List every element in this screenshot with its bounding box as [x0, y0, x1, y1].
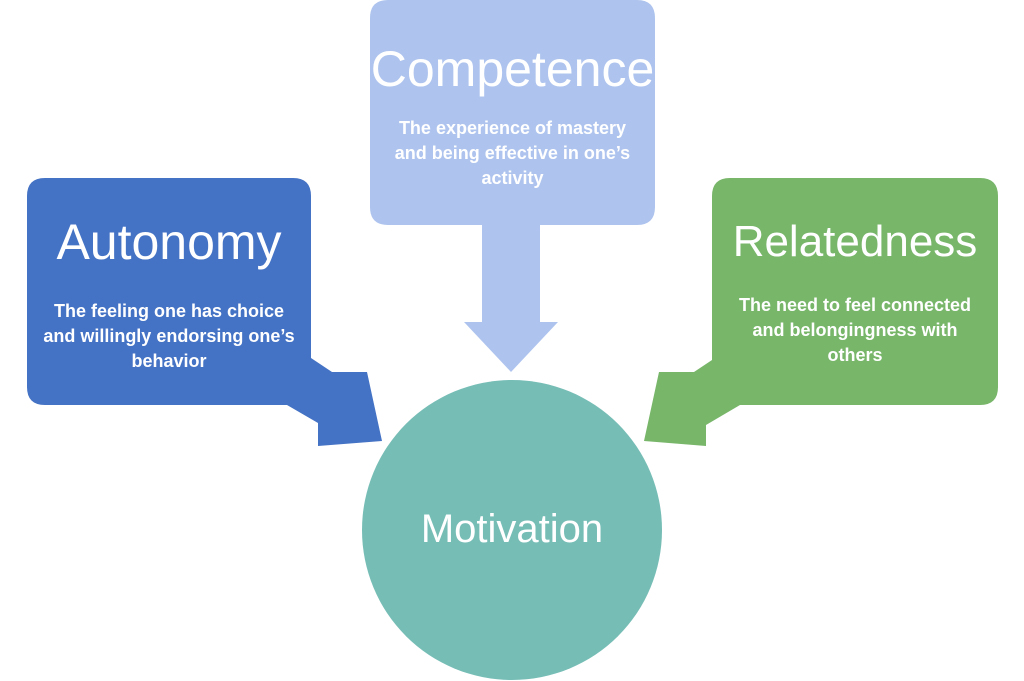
autonomy-callout [27, 178, 382, 446]
relatedness-callout [644, 178, 998, 446]
autonomy-description: The feeling one has choice and willingly… [43, 301, 295, 371]
competence-description: The experience of mastery and being effe… [394, 118, 631, 188]
competence-title: Competence [370, 41, 655, 97]
autonomy-title: Autonomy [56, 214, 282, 270]
relatedness-title: Relatedness [732, 217, 978, 266]
motivation-label: Motivation [420, 507, 604, 551]
relatedness-description: The need to feel connected and belonging… [738, 295, 972, 365]
competence-callout [370, 0, 655, 372]
motivation-circle [362, 380, 662, 680]
